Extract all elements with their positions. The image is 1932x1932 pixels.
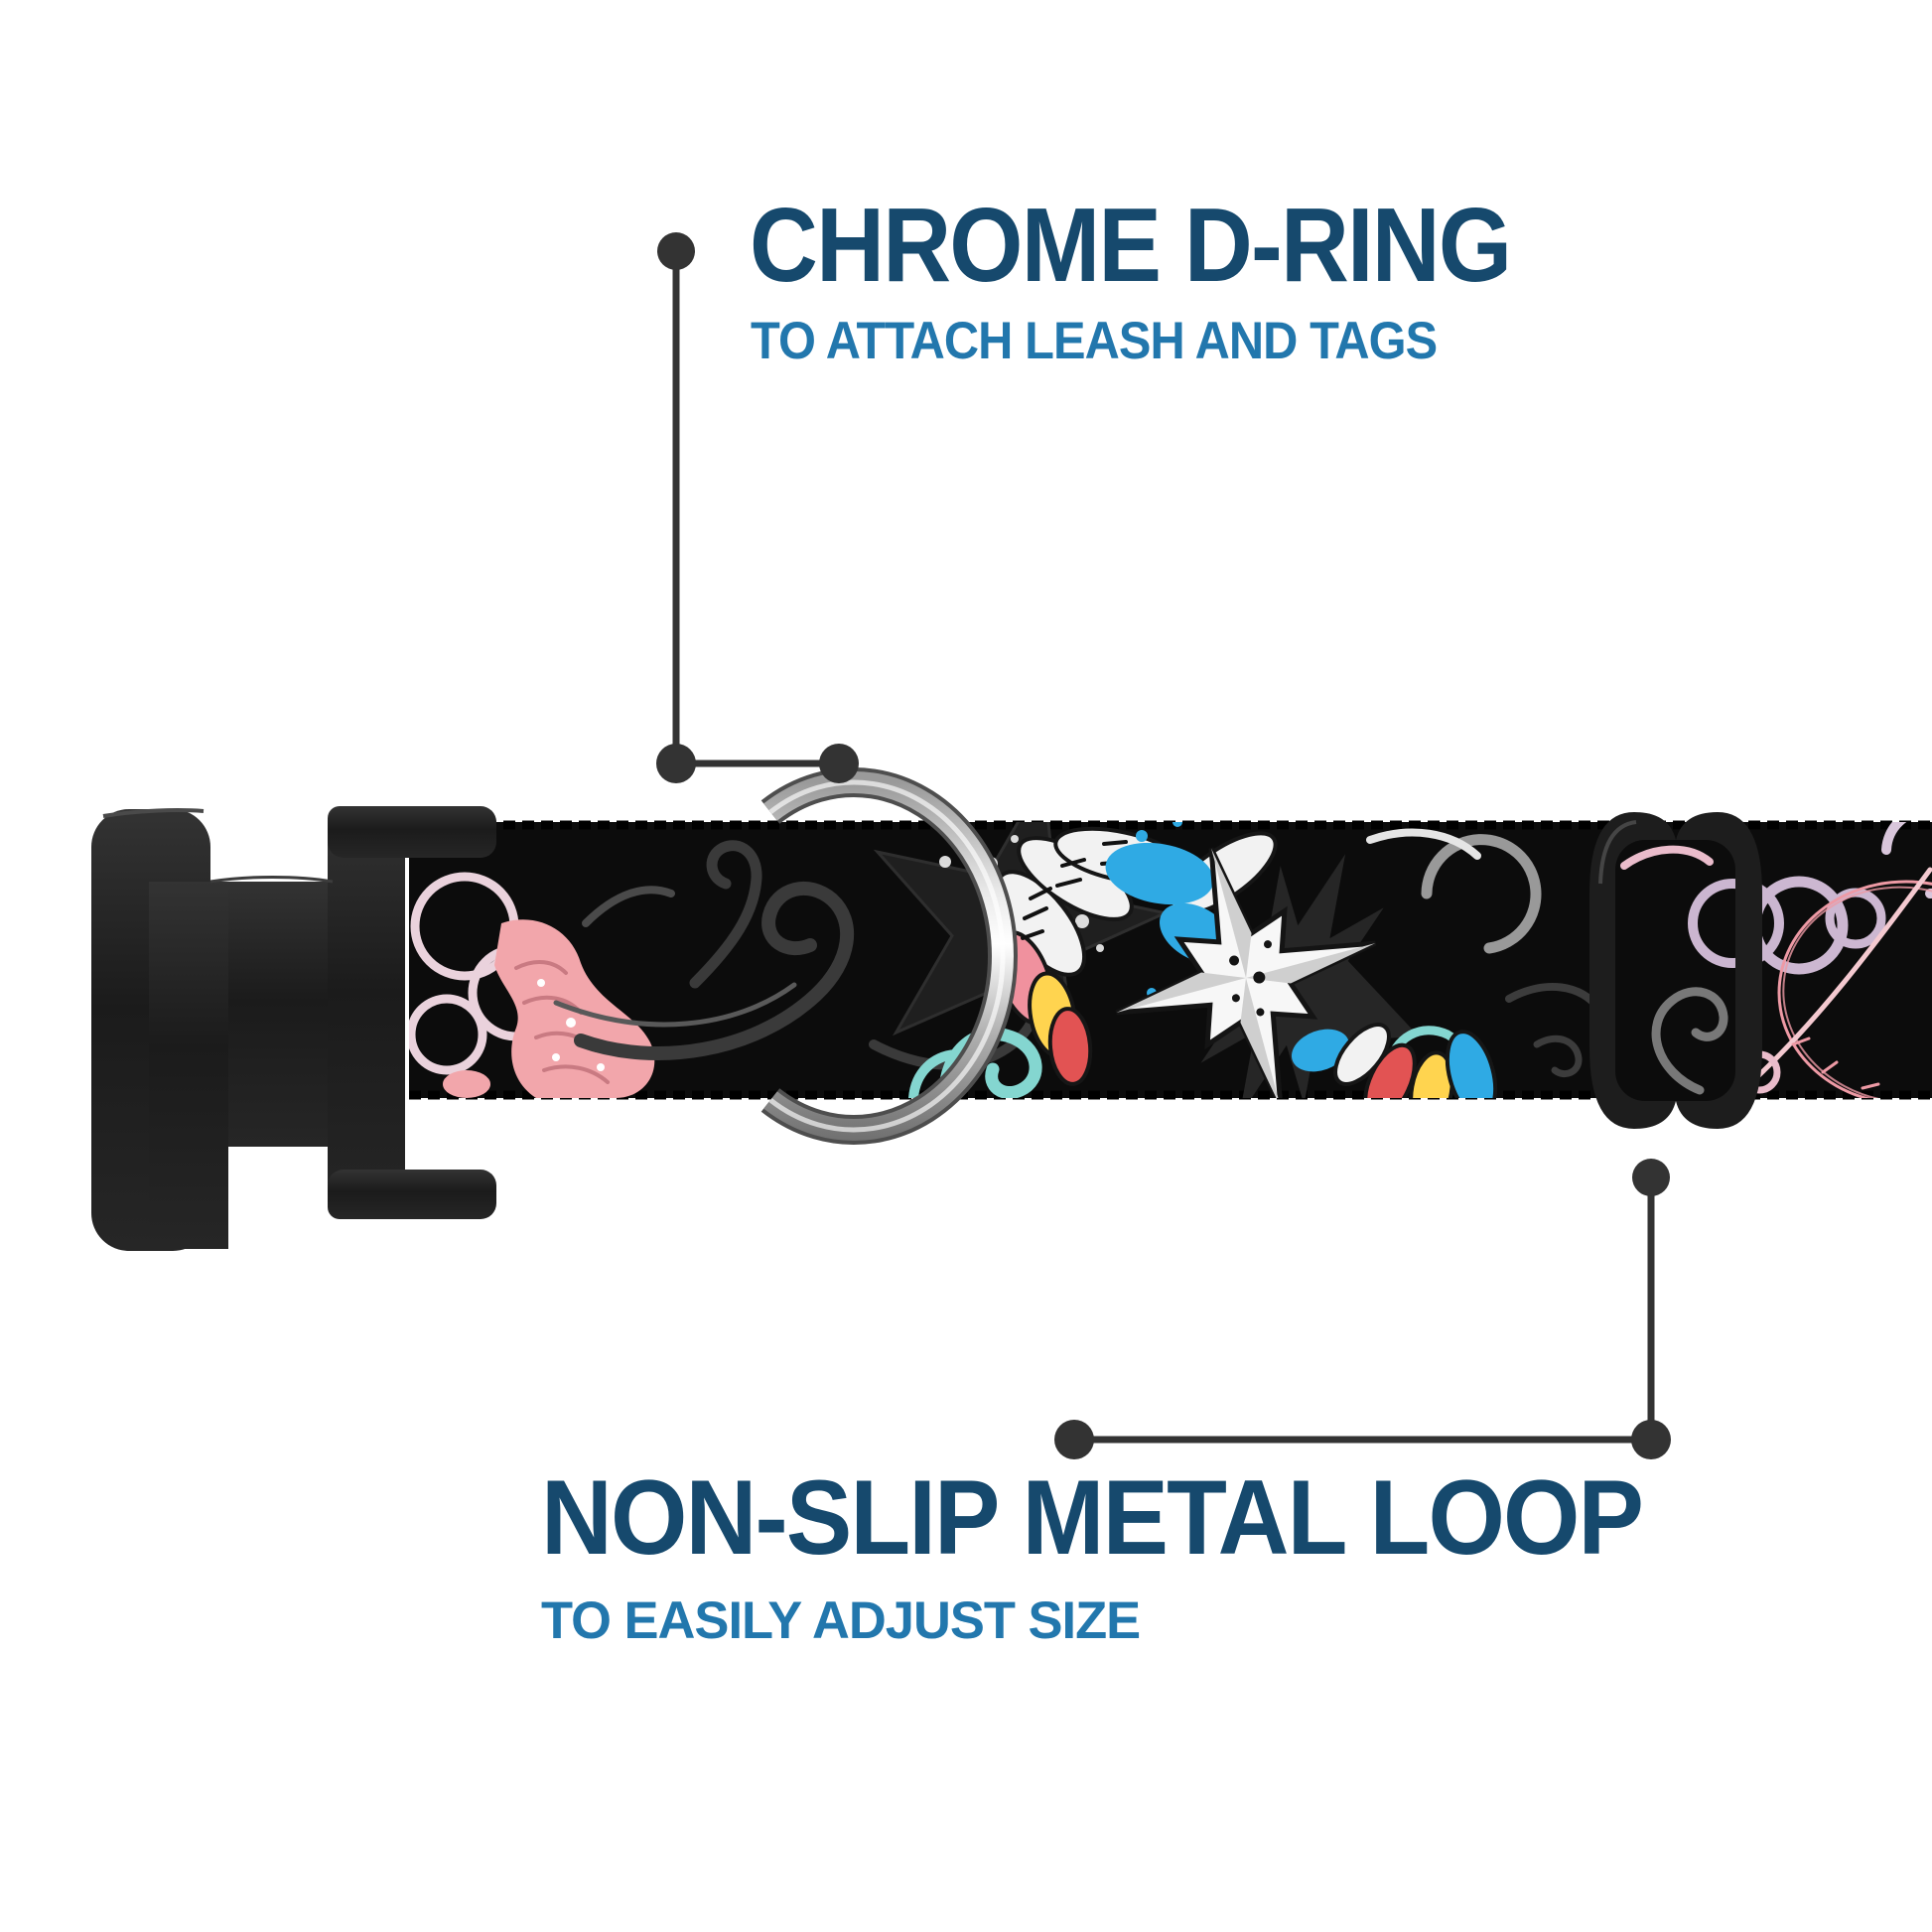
callout-title-metal-loop: NON-SLIP METAL LOOP xyxy=(541,1457,1644,1577)
buckle xyxy=(91,806,496,1251)
d-ring xyxy=(760,767,1018,1145)
buckle-body-fill xyxy=(149,882,228,1249)
blue-splashes xyxy=(1105,822,1350,1072)
callout-subtitle-chrome-d-ring: TO ATTACH LEASH AND TAGS xyxy=(751,312,1438,370)
white-nautical-star xyxy=(1115,847,1377,1098)
slider-highlight xyxy=(1598,820,1637,885)
callout-line-top xyxy=(656,232,859,783)
buckle-top-flange xyxy=(328,806,496,858)
webbing-pattern xyxy=(409,822,1932,1098)
callout-dot xyxy=(1631,1420,1671,1459)
callout-dot xyxy=(819,744,859,783)
metal-loop-slider xyxy=(1589,812,1762,1129)
callout-dot xyxy=(656,744,696,783)
slider-opening xyxy=(1615,840,1735,1101)
callout-line-bottom xyxy=(1054,1159,1671,1459)
buckle-notch-highlight xyxy=(209,876,334,884)
buckle-highlight xyxy=(102,808,205,818)
feather-fan-partial xyxy=(1333,1023,1498,1098)
callout-title-chrome-d-ring: CHROME D-RING xyxy=(750,187,1512,304)
callout-dot xyxy=(1632,1159,1670,1196)
callout-subtitle-metal-loop: TO EASILY ADJUST SIZE xyxy=(541,1591,1141,1650)
callout-dot xyxy=(1054,1420,1094,1459)
slider-opening-pattern-view xyxy=(1620,845,1735,1095)
buckle-head-bar xyxy=(328,806,405,1219)
d-ring-shine xyxy=(768,779,1006,1133)
right-section-pattern xyxy=(1737,822,1932,1098)
callout-dot xyxy=(657,232,695,270)
buckle-bottom-flange xyxy=(328,1170,496,1219)
